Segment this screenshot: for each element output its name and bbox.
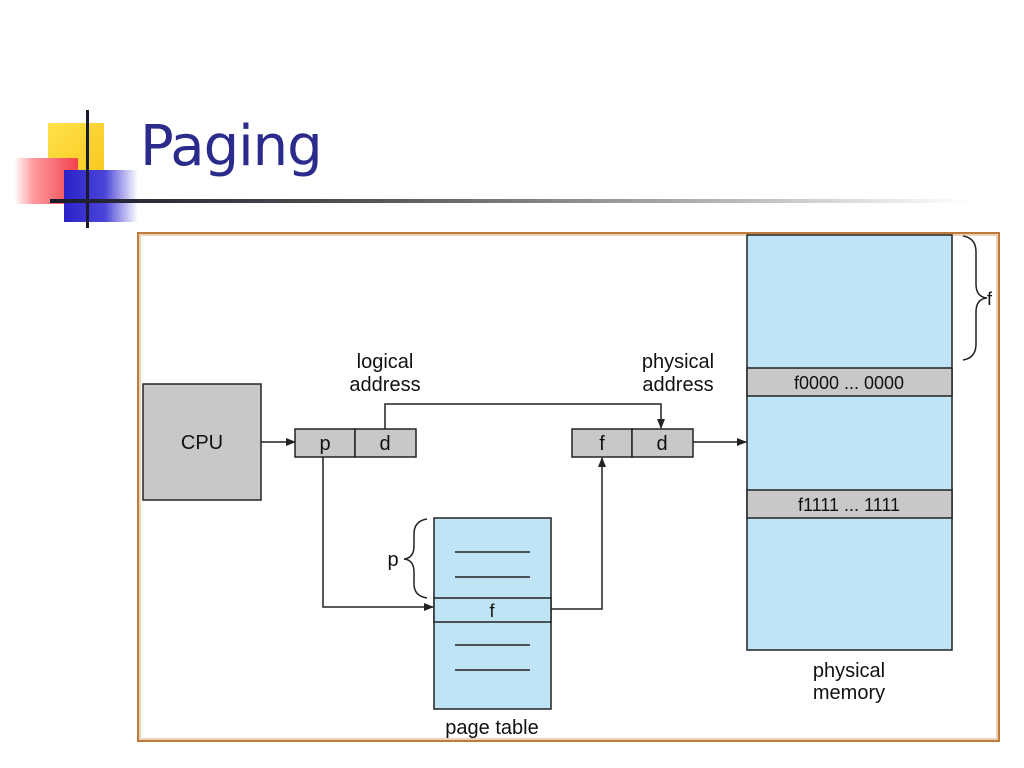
cpu-box xyxy=(142,383,262,501)
physical-field-d xyxy=(631,428,694,458)
logical-address-label-line1: logical xyxy=(357,351,414,373)
physical-memory-label-line1: physical xyxy=(813,660,885,682)
page-table-entry-f xyxy=(433,597,552,623)
logo-blue-square xyxy=(64,170,138,222)
logical-field-p-label: p xyxy=(319,433,330,455)
physical-field-d-label: d xyxy=(656,433,667,455)
offset-d-arrow xyxy=(384,403,665,429)
frame-start-row xyxy=(746,367,953,397)
frame-end-label: f1111 ... 1111 xyxy=(798,495,900,515)
page-number-arrow xyxy=(322,457,434,611)
page-table-brace-label: p xyxy=(387,549,398,571)
logical-field-p xyxy=(294,428,356,458)
frame-end-row xyxy=(746,489,953,519)
cpu-label: CPU xyxy=(181,432,223,454)
memory-brace-label: f xyxy=(987,289,993,309)
physical-memory-block xyxy=(746,234,953,651)
logical-field-d-label: d xyxy=(379,433,390,455)
physical-address-label-line2: address xyxy=(642,374,713,396)
physical-address-label-line1: physical xyxy=(642,351,714,373)
page-table-entry-label: f xyxy=(489,601,495,621)
logo-vertical-line xyxy=(86,110,89,228)
page-title: Paging xyxy=(140,114,323,179)
logical-field-d xyxy=(354,428,417,458)
logical-address-label-line2: address xyxy=(349,374,420,396)
physical-field-f-label: f xyxy=(599,433,605,455)
title-underline xyxy=(50,199,970,203)
frame-number-arrow xyxy=(551,457,606,610)
physical-memory-label-line2: memory xyxy=(813,682,885,704)
frame-start-label: f0000 ... 0000 xyxy=(794,373,904,393)
physical-field-f xyxy=(571,428,633,458)
page-table-label: page table xyxy=(445,717,538,739)
memory-brace xyxy=(962,235,988,361)
page-table-brace xyxy=(403,518,428,599)
